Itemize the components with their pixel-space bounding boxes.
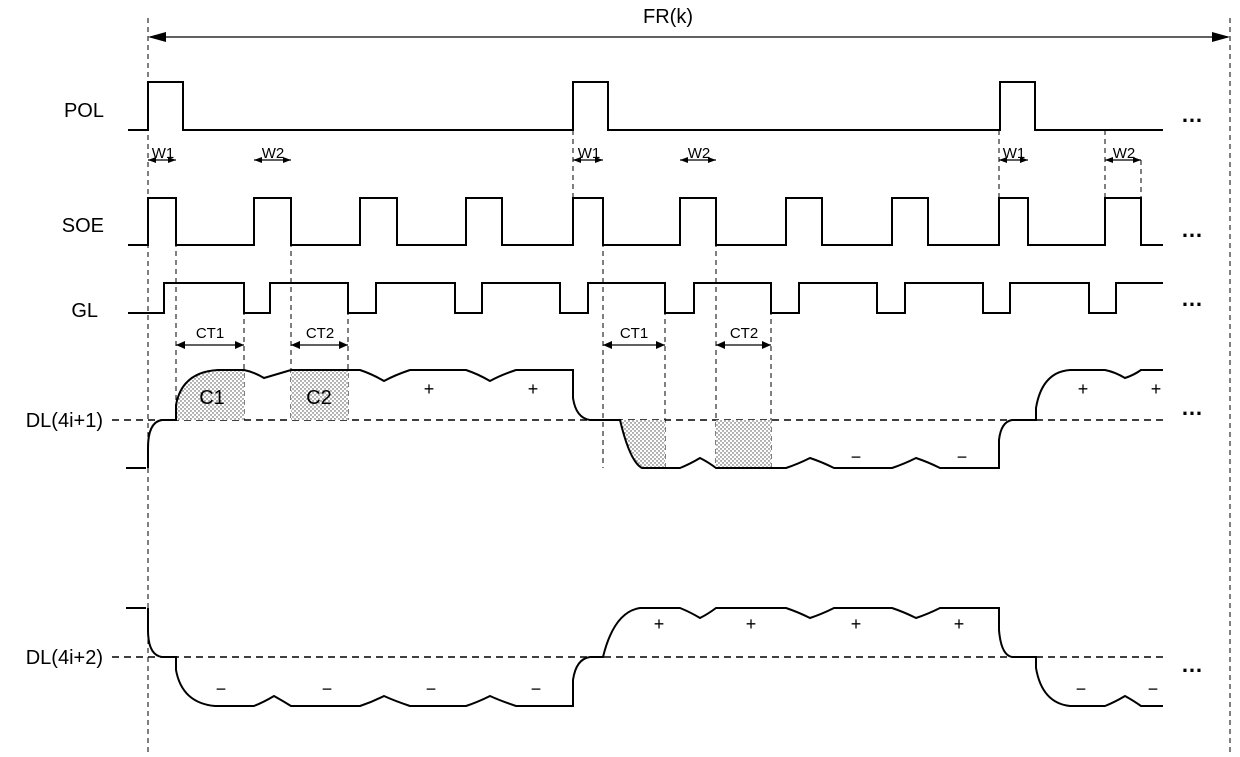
dl2-continuation: …	[1181, 652, 1203, 677]
frame-label: FR(k)	[643, 6, 693, 28]
dl2-label: DL(4i+2)	[26, 647, 103, 669]
plus-mark-5: +	[654, 614, 665, 634]
w2-label-1: W2	[262, 145, 285, 162]
width-labels: W1 W2 W1 W2 W1 W2	[152, 145, 1136, 162]
dl1-polarity-marks: + + − − + +	[424, 379, 1162, 467]
plus-mark-4: +	[1151, 379, 1162, 399]
gl-continuation: …	[1181, 286, 1203, 311]
w2-label-2: W2	[688, 145, 711, 162]
minus-mark-6: −	[531, 679, 542, 699]
charge-time-labels: CT1 CT2 CT1 CT2	[196, 325, 758, 342]
pol-continuation: …	[1181, 102, 1203, 127]
soe-label: SOE	[62, 215, 104, 237]
dl1-continuation: …	[1181, 395, 1203, 420]
plus-mark-7: +	[851, 614, 862, 634]
ct1-marker-2	[603, 341, 665, 349]
minus-mark-7: −	[1076, 679, 1087, 699]
charge-time-markers	[176, 341, 771, 349]
c1-label: C1	[199, 387, 225, 409]
ct2-marker-2	[716, 341, 771, 349]
width-markers	[148, 157, 1141, 163]
minus-mark-8: −	[1148, 679, 1159, 699]
plus-mark-1: +	[424, 379, 435, 399]
plus-mark-6: +	[746, 614, 757, 634]
ct1-label-2: CT1	[620, 325, 648, 342]
gl-waveform	[128, 283, 1163, 313]
minus-mark-3: −	[216, 679, 227, 699]
charge-labels: C1 C2	[199, 387, 332, 409]
frame-arrow	[148, 32, 1230, 42]
plus-mark-3: +	[1078, 379, 1089, 399]
minus-mark-5: −	[426, 679, 437, 699]
ct2-label-1: CT2	[306, 325, 334, 342]
dl1-label: DL(4i+1)	[26, 410, 103, 432]
minus-mark-4: −	[322, 679, 333, 699]
w1-label-3: W1	[1003, 145, 1026, 162]
plus-mark-2: +	[528, 379, 539, 399]
gl-label: GL	[71, 300, 98, 322]
soe-waveform	[128, 198, 1163, 245]
c2-label: C2	[306, 387, 332, 409]
soe-continuation: …	[1181, 217, 1203, 242]
pol-label: POL	[64, 100, 104, 122]
w1-label-2: W1	[578, 145, 601, 162]
ct2-label-2: CT2	[730, 325, 758, 342]
plus-mark-8: +	[954, 614, 965, 634]
charge-region-ct2-negative	[716, 420, 771, 468]
minus-mark-1: −	[851, 447, 862, 467]
minus-mark-2: −	[957, 447, 968, 467]
pol-waveform	[128, 82, 1163, 130]
w1-label-1: W1	[152, 145, 175, 162]
ct2-marker-1	[291, 341, 348, 349]
ct1-marker-1	[176, 341, 244, 349]
ct1-label-1: CT1	[196, 325, 224, 342]
w2-label-3: W2	[1113, 145, 1136, 162]
